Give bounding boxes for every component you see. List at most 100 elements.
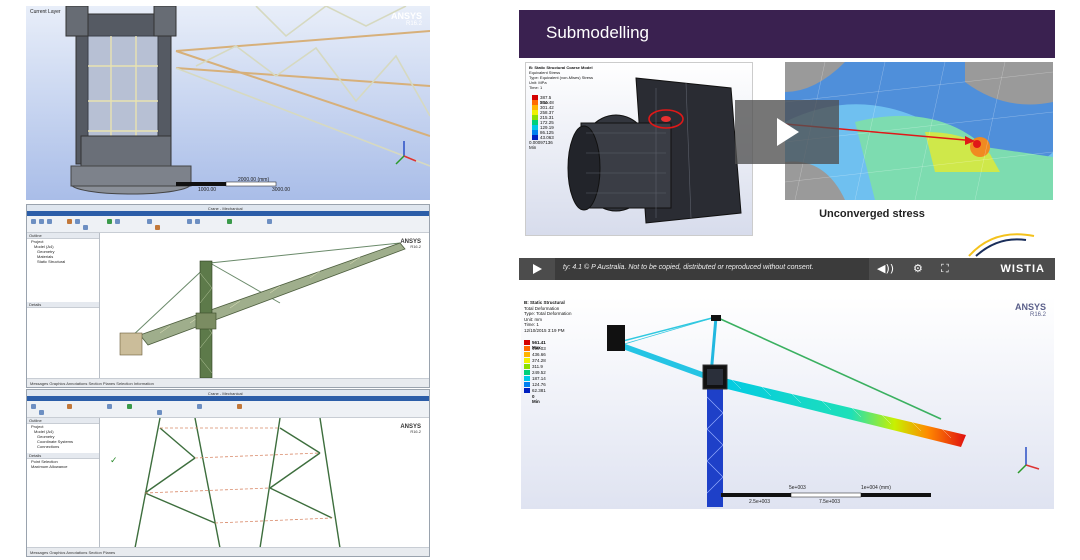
legend-label: 0.00097136 Min (529, 140, 553, 150)
volume-icon[interactable]: ◀)) (877, 262, 895, 275)
legend-label: 436.66 (532, 352, 546, 357)
toolbar-icon[interactable] (39, 219, 44, 224)
result-header-line: Type: Total Deformation (524, 311, 572, 316)
tree-item[interactable]: Coordinate Systems (37, 439, 74, 444)
status-bar: Messages Graphics Annotations Section Pl… (27, 547, 429, 556)
toolbar-icon[interactable] (195, 219, 200, 224)
toolbar-icon[interactable] (107, 219, 112, 224)
video-player[interactable]: Submodelling B: Static Structural Coarse… (519, 10, 1055, 280)
ansys-brand: ANSYS (400, 239, 421, 245)
tree-item[interactable]: Project (31, 239, 44, 244)
tree-item[interactable]: Geometry (37, 249, 55, 254)
legend-label: 311.9 (532, 364, 543, 369)
logo-swoosh (968, 233, 1035, 257)
deformation-result-viewport[interactable]: B: Static Structural Total Deformation T… (521, 297, 1054, 509)
ribbon-toolbar (27, 216, 429, 233)
tree-item[interactable]: Geometry (37, 434, 55, 439)
legend-label: 344.48 (540, 100, 554, 105)
legend-swatch (524, 376, 530, 381)
toolbar-icon[interactable] (67, 219, 72, 224)
graphics-viewport[interactable]: ANSYS R16.2 ✓ (100, 418, 429, 548)
details-header: Details (27, 453, 99, 459)
tree-item[interactable]: Model (A4) (34, 244, 54, 249)
legend-swatch (524, 388, 530, 393)
legend-swatch (524, 370, 530, 375)
toolbar-icon[interactable] (83, 225, 88, 230)
toolbar-icon[interactable] (31, 404, 36, 409)
toolbar-icon[interactable] (187, 219, 192, 224)
window-title: Crane - Mechanical (207, 391, 243, 396)
mechanical-window-crane[interactable]: Crane - Mechanical File Home Context Dis… (26, 204, 430, 388)
title-bar: Crane - Mechanical (27, 390, 429, 396)
inset-header-line: Time: 1 (529, 85, 543, 90)
toolbar-icon[interactable] (31, 219, 36, 224)
status-bar: Messages Graphics Annotations Section Pl… (27, 378, 429, 387)
legend-label: 187.14 (532, 376, 546, 381)
submodel-mesh-graphic (785, 62, 1053, 200)
toolbar-icon[interactable] (107, 404, 112, 409)
tree-item[interactable]: Connections (37, 444, 60, 449)
wistia-logo[interactable]: WISTIA (1000, 263, 1045, 275)
inset-header-line: Equivalent Stress (529, 70, 561, 75)
toolbar-icon[interactable] (227, 219, 232, 224)
ribbon-toolbar (27, 401, 429, 418)
toolbar-icon[interactable] (155, 225, 160, 230)
tree-item[interactable]: Project (31, 424, 44, 429)
legend-swatch (532, 130, 538, 135)
tower-model-graphic (65, 6, 430, 195)
legend-label: 86.125 (540, 130, 554, 135)
graphics-viewport[interactable]: ANSYS R16.2 (100, 233, 429, 379)
toolbar-icon[interactable] (197, 404, 202, 409)
scale-label: 5e+003 (789, 485, 806, 491)
legend-swatch (524, 352, 530, 357)
tree-item[interactable]: Materials (37, 254, 54, 259)
toolbar-icon[interactable] (115, 219, 120, 224)
crane-tower-viewport[interactable]: Current Layer ANSYS R16.2 (26, 6, 430, 200)
toolbar-icon[interactable] (267, 219, 272, 224)
toolbar-icon[interactable] (157, 410, 162, 415)
detail-field[interactable]: Maximum Allowance (31, 464, 68, 469)
ansys-logo: ANSYS R16.2 (1015, 303, 1046, 319)
legend-swatch (524, 364, 530, 369)
toolbar-icon[interactable] (47, 219, 52, 224)
toolbar-icon[interactable] (237, 404, 242, 409)
outline-header: Outline (27, 418, 99, 424)
ansys-version: R16.2 (405, 21, 422, 27)
legend-swatch (532, 125, 538, 130)
toolbar-icon[interactable] (67, 404, 72, 409)
fullscreen-icon[interactable]: ⛶ (941, 262, 949, 275)
ansys-logo: ANSYS R16.2 (390, 11, 422, 28)
big-play-button[interactable] (735, 100, 839, 164)
legend-label: 258.37 (540, 110, 554, 115)
toolbar-icon[interactable] (75, 219, 80, 224)
scale-label: 1000.00 (198, 187, 217, 193)
legend-label: 561.41 Max (532, 340, 546, 350)
tree-item[interactable]: Model (A4) (34, 429, 54, 434)
inset-header-line: Unit: MPa (529, 80, 547, 85)
settings-gear-icon[interactable]: ⚙ (913, 262, 923, 275)
legend-label: 499.03 (532, 346, 546, 351)
outline-pane: Outline Project Model (A4) Geometry Mate… (27, 233, 100, 379)
detail-field[interactable]: Point Selection (31, 459, 58, 464)
legend-swatch (532, 95, 538, 100)
submodel-inset (785, 62, 1053, 200)
legend-swatch (532, 115, 538, 120)
mechanical-window-detail[interactable]: Crane - Mechanical File Home Context Dis… (26, 389, 430, 557)
legend-label: 374.28 (532, 358, 546, 363)
toolbar-icon[interactable] (147, 219, 152, 224)
lattice-detail-graphic: ✓ (110, 418, 341, 548)
toolbar-icon[interactable] (127, 404, 132, 409)
legend-swatch (532, 120, 538, 125)
result-header-line: Time: 1 (524, 322, 539, 327)
tree-item[interactable]: Static Structural (37, 259, 66, 264)
ansys-brand: ANSYS (390, 11, 422, 21)
coarse-model-inset: B: Static Structural Coarse Model Equiva… (525, 62, 753, 236)
status-text: Messages Graphics Annotations Section Pl… (30, 381, 154, 386)
details-header: Details (27, 302, 99, 308)
legend-label: 62.381 (532, 388, 546, 393)
toolbar-icon[interactable] (39, 410, 44, 415)
legend-swatch (524, 340, 530, 345)
legend-swatch (532, 135, 538, 140)
play-button[interactable] (519, 258, 555, 280)
player-controls: ty: 4.1 © P Australia. Not to be copied,… (519, 258, 1055, 280)
